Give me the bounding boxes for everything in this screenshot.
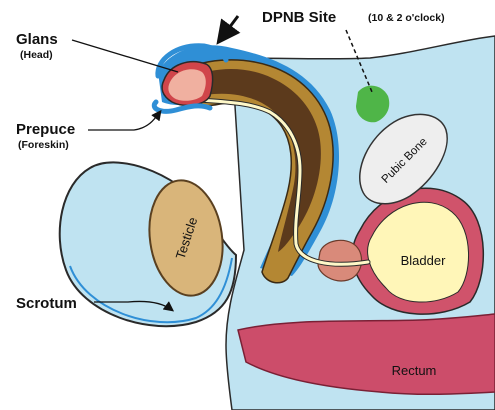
glans-sublabel: (Head)	[20, 49, 53, 61]
glans-leader-line	[72, 40, 178, 72]
scrotum-label: Scrotum	[16, 295, 77, 312]
glans-label: Glans	[16, 31, 58, 48]
prepuce-sublabel: (Foreskin)	[18, 139, 69, 151]
prepuce-label: Prepuce	[16, 121, 75, 138]
prepuce-leader-line	[88, 112, 160, 130]
dpnb-sublabel: (10 & 2 o'clock)	[368, 12, 445, 24]
rectum-label: Rectum	[392, 363, 437, 378]
bladder-label: Bladder	[401, 253, 446, 268]
dpnb-label: DPNB Site	[262, 9, 336, 26]
incision-arrow	[220, 16, 238, 40]
